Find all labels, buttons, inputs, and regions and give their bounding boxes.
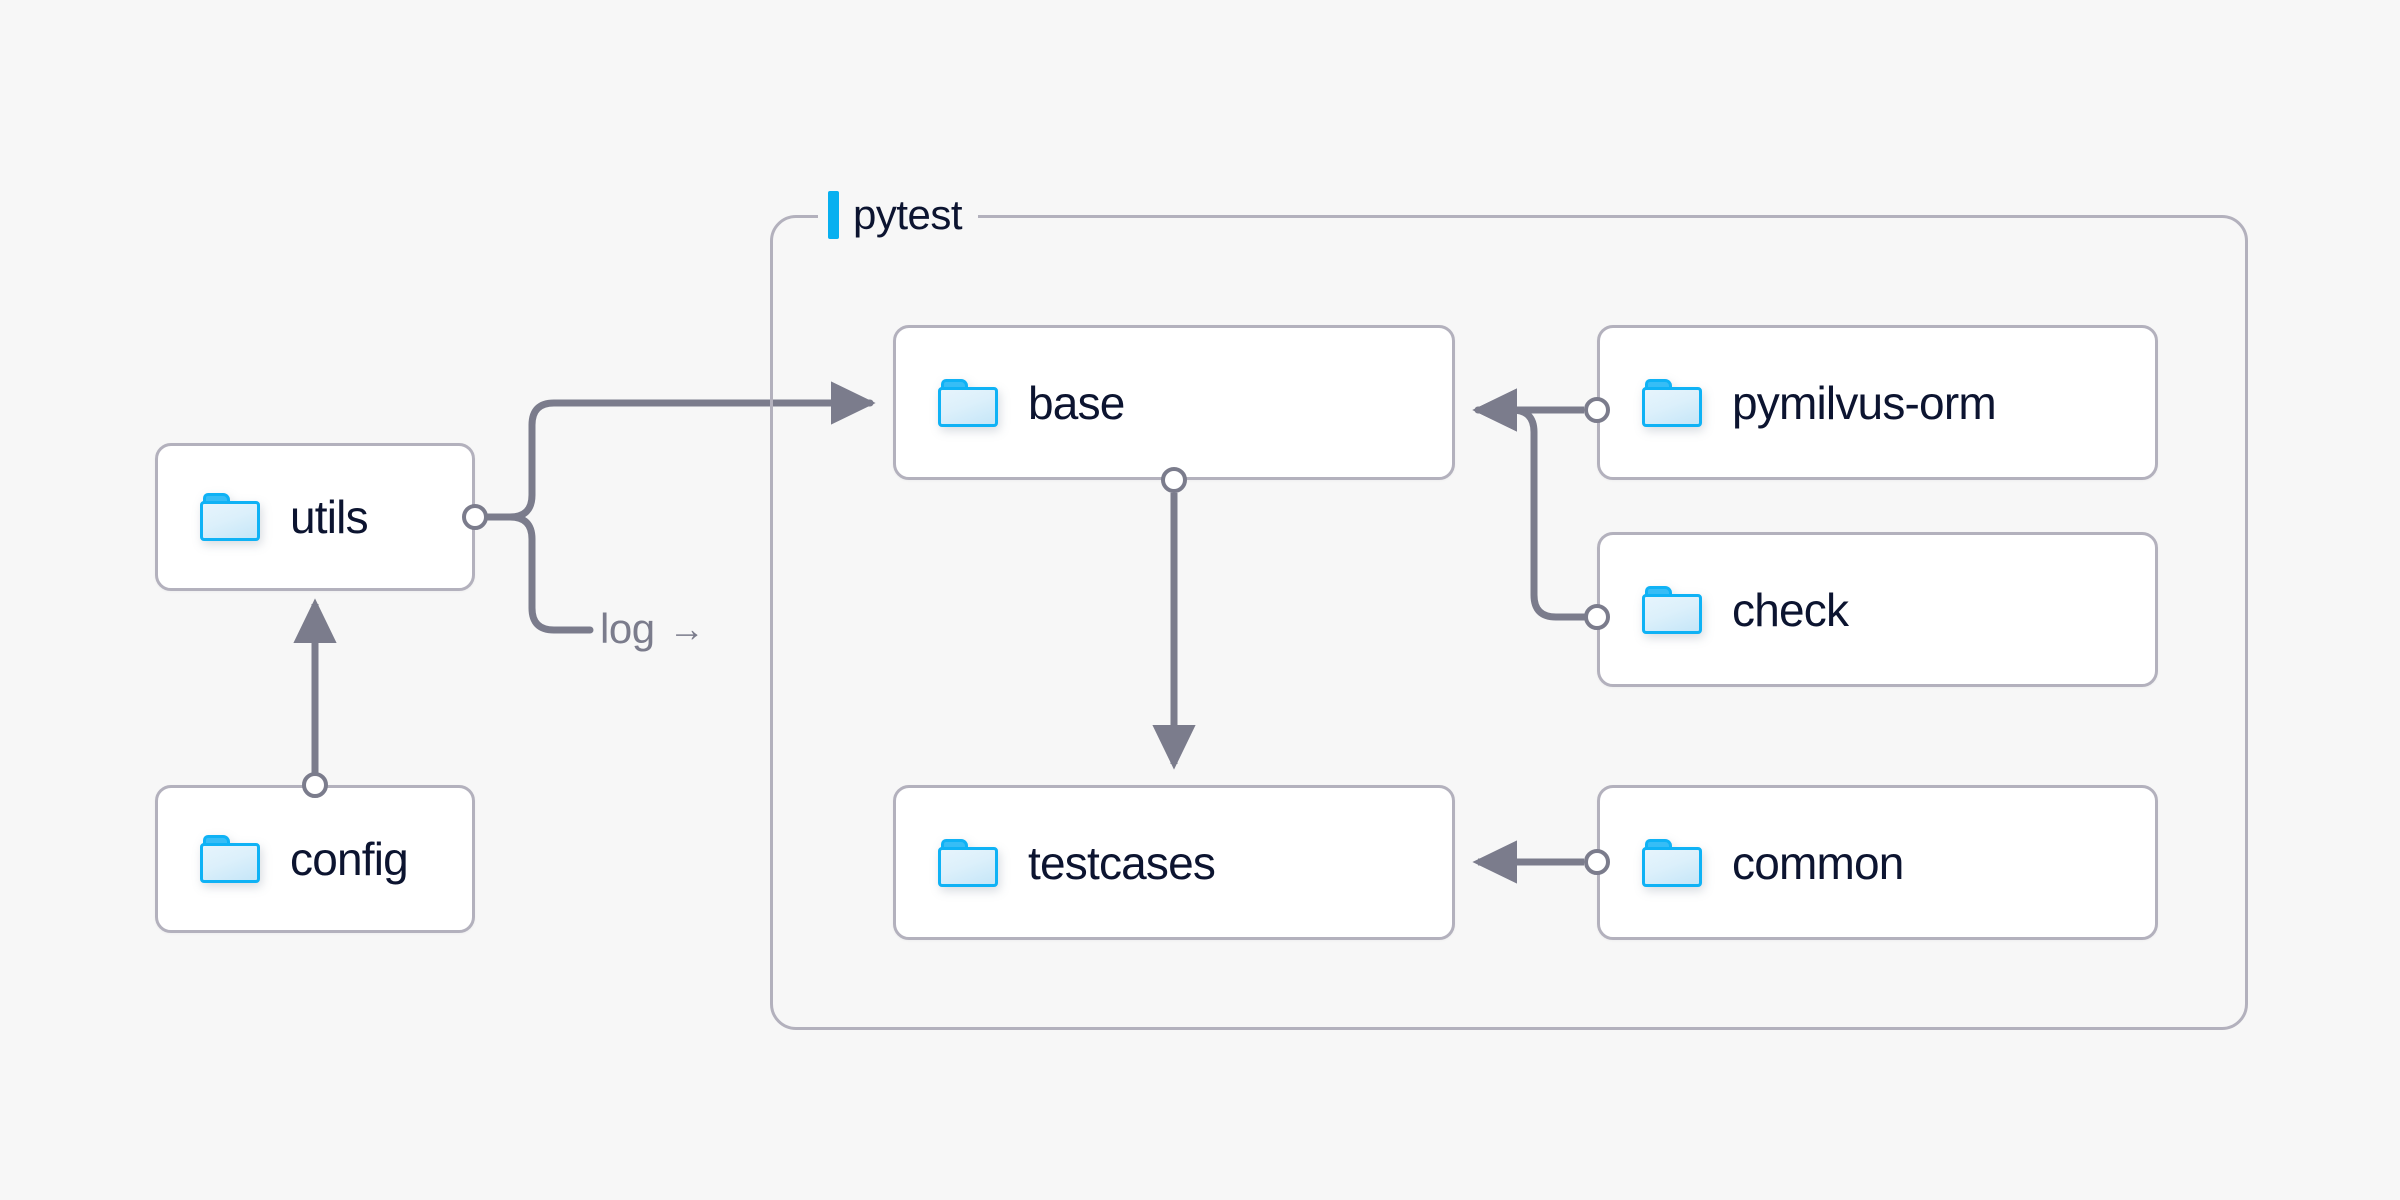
node-label: utils: [290, 491, 369, 543]
node-label: pymilvus-orm: [1732, 376, 1997, 429]
pytest-group-container[interactable]: [770, 215, 2248, 1030]
node-common[interactable]: common: [1597, 785, 2158, 940]
node-label: common: [1732, 836, 1904, 889]
folder-icon: [200, 493, 260, 541]
arrow-right-icon: →: [668, 608, 705, 649]
log-edge-label-text: log: [600, 605, 655, 652]
pymilvus-orm-left-port[interactable]: [1584, 397, 1610, 423]
node-label: config: [290, 833, 409, 885]
common-left-port[interactable]: [1584, 849, 1610, 875]
edge-utils-to-log: [484, 513, 594, 634]
log-edge-label: log →: [600, 608, 705, 650]
node-label: base: [1028, 376, 1125, 429]
node-base[interactable]: base: [893, 325, 1455, 480]
node-pymilvus-orm[interactable]: pymilvus-orm: [1597, 325, 2158, 480]
node-testcases[interactable]: testcases: [893, 785, 1455, 940]
folder-icon: [938, 378, 998, 427]
pytest-group-label[interactable]: pytest: [818, 187, 979, 243]
group-accent-bar: [828, 191, 839, 239]
base-bottom-port[interactable]: [1161, 467, 1187, 493]
node-config[interactable]: config: [155, 785, 475, 933]
utils-right-port[interactable]: [462, 504, 488, 530]
node-label: testcases: [1028, 836, 1216, 889]
node-utils[interactable]: utils: [155, 443, 475, 591]
config-top-port[interactable]: [302, 772, 328, 798]
folder-icon: [1642, 838, 1702, 887]
group-label-text: pytest: [853, 191, 963, 238]
node-check[interactable]: check: [1597, 532, 2158, 687]
folder-icon: [1642, 378, 1702, 427]
folder-icon: [200, 835, 260, 883]
node-label: check: [1732, 583, 1849, 636]
check-left-port[interactable]: [1584, 604, 1610, 630]
folder-icon: [938, 838, 998, 887]
folder-icon: [1642, 585, 1702, 634]
